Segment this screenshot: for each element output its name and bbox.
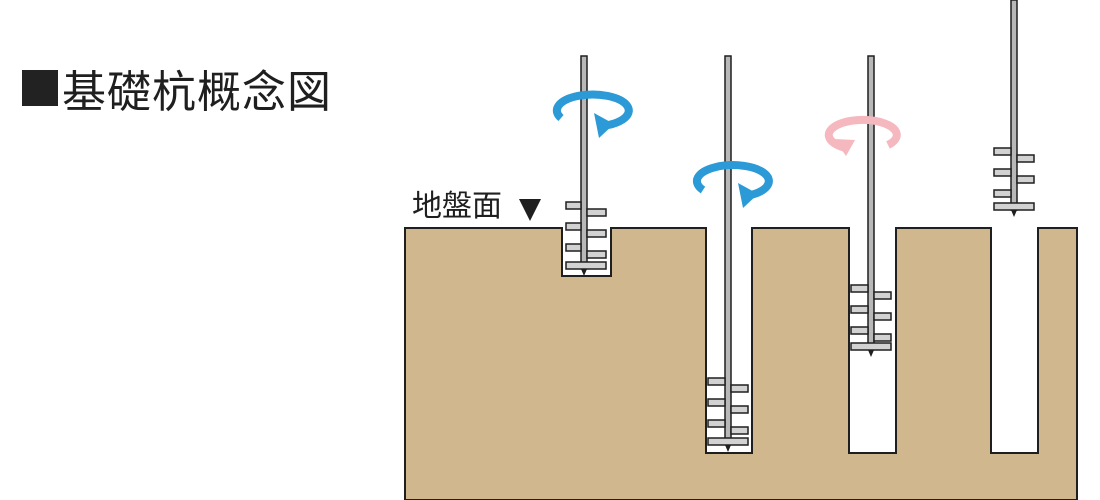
soil-ground	[404, 227, 1078, 500]
helix-blades	[707, 377, 749, 435]
pile-stage-4	[993, 0, 1035, 217]
helix-blades	[565, 201, 607, 259]
helix-blades	[993, 147, 1035, 198]
pile-stage-3	[824, 55, 901, 357]
rotation-clockwise-icon	[692, 161, 773, 208]
pile-shaft	[867, 55, 875, 347]
pile-shaft	[724, 55, 732, 443]
pile-stage-1	[552, 55, 633, 276]
ground-level-label: 地盤面	[412, 189, 502, 224]
pile-stage-2	[692, 55, 773, 452]
pile-tip	[565, 261, 607, 276]
rotation-counter-clockwise-icon	[824, 115, 901, 156]
down-triangle-icon	[519, 199, 541, 221]
page-title: 基礎杭概念図	[22, 56, 332, 120]
helix-blades	[850, 284, 892, 342]
pile-tip	[850, 342, 892, 357]
pile-shaft	[580, 55, 588, 269]
title-square-icon	[22, 70, 58, 106]
pile-tip	[707, 437, 749, 452]
title-text: 基礎杭概念図	[62, 67, 332, 118]
pile-shaft	[1010, 0, 1018, 211]
pile-tip	[993, 202, 1035, 217]
rotation-clockwise-icon	[552, 90, 633, 138]
